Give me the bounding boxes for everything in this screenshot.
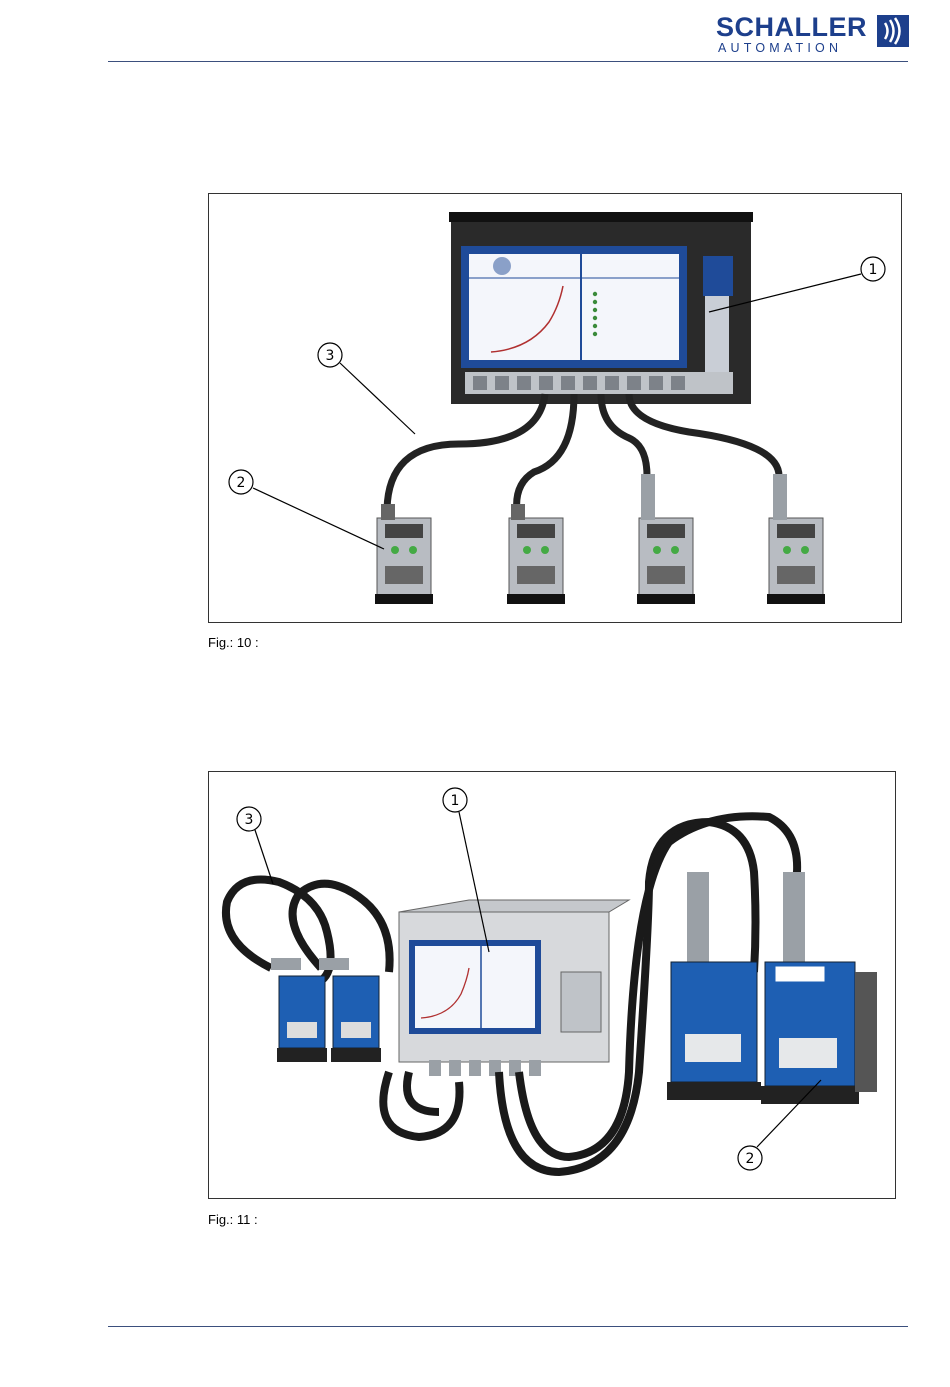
callout-1-label: 1: [451, 793, 460, 809]
display-logo-icon: [493, 257, 511, 275]
logo-wordmark: SCHALLER: [716, 12, 867, 42]
logo-mark-icon: [876, 14, 910, 48]
header-rule: [108, 61, 908, 62]
sensor-units-right: [667, 872, 877, 1104]
sensor-units: [375, 474, 825, 604]
schaller-automation-logo: SCHALLER AUTOMATION: [716, 12, 912, 52]
callout-2: [229, 470, 384, 549]
figure-11-illustration: 1 3 2: [209, 772, 895, 1198]
logo-subtitle: AUTOMATION: [718, 41, 842, 55]
callout-1-label: 1: [869, 262, 878, 278]
callout-3-label: 3: [245, 812, 254, 828]
sensor-cables: [387, 394, 779, 512]
housing-top: [449, 212, 753, 222]
pressure-regulator: [561, 972, 601, 1032]
pressure-regulator: [703, 256, 733, 296]
callout-2-label: 2: [746, 1151, 755, 1167]
figure-10-illustration: 1 3 2: [209, 194, 901, 622]
figure-11: 1 3 2: [208, 771, 896, 1199]
footer-rule: [108, 1326, 908, 1327]
figure-10-caption: Fig.: 10 :: [208, 635, 259, 650]
callout-3: [237, 807, 273, 884]
figure-10: 1 3 2: [208, 193, 902, 623]
figure-11-caption: Fig.: 11 :: [208, 1212, 258, 1227]
callout-2-label: 2: [237, 475, 246, 491]
callout-3-label: 3: [326, 348, 335, 364]
